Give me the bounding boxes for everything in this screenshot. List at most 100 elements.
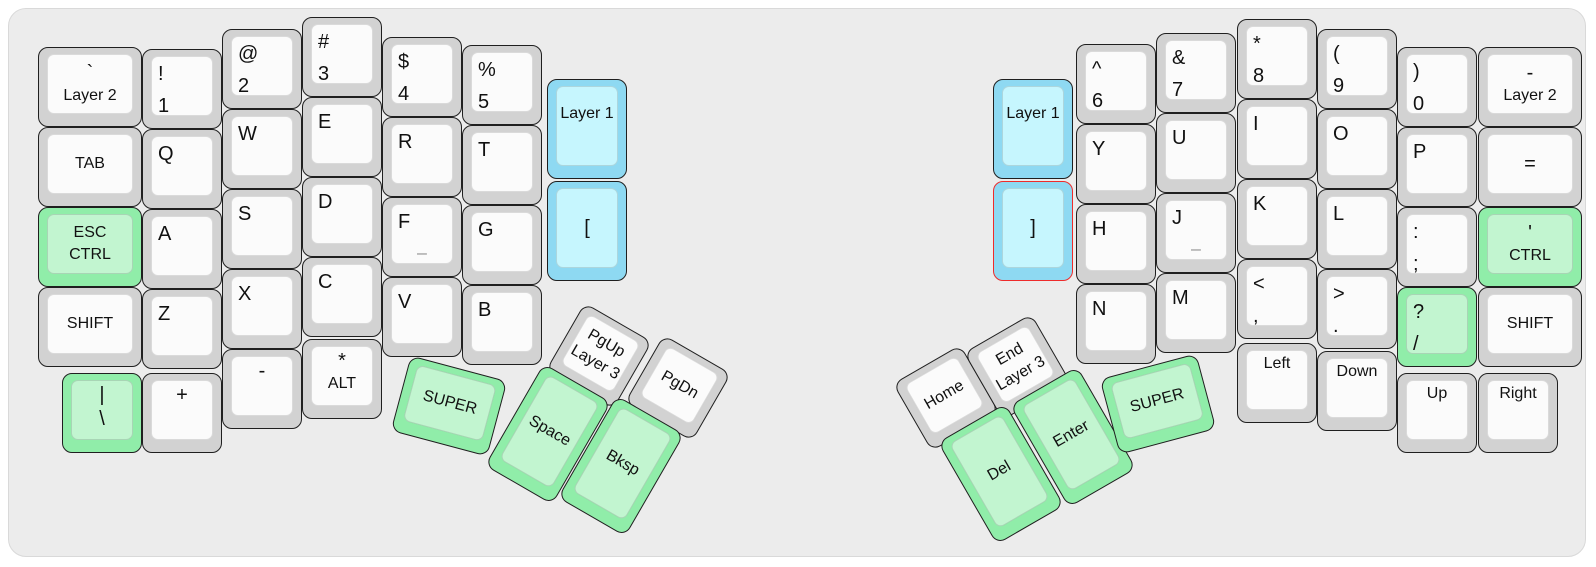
key-paren-0[interactable]: )0 [1397,47,1477,127]
key-greater-period[interactable]: >. [1317,269,1397,349]
key-legend: Up [1407,381,1467,439]
key-legend: !1 [152,57,212,117]
keycap-top: ^6 [1085,51,1147,112]
key-w[interactable]: W [222,109,302,189]
key-arrow-up[interactable]: Up [1397,373,1477,453]
key-o[interactable]: O [1317,109,1397,189]
key-legend-line: - [258,360,266,382]
key-super-right[interactable]: SUPER [1099,353,1217,455]
key-k[interactable]: K [1237,179,1317,259]
key-u[interactable]: U [1156,113,1236,193]
key-percent-5[interactable]: %5 [462,45,542,125]
key-legend-line: K [1253,193,1267,215]
key-t[interactable]: T [462,125,542,205]
key-legend-line: R [398,131,413,153]
keycap-top: K [1246,186,1308,246]
key-y[interactable]: Y [1076,124,1156,204]
key-amp-7[interactable]: &7 [1156,33,1236,113]
keycap-top: V [391,284,453,344]
key-g[interactable]: G [462,205,542,285]
key-legend-line: 6 [1092,90,1104,112]
key-layer1-left[interactable]: Layer 1 [547,79,627,179]
key-colon-semicolon[interactable]: :; [1397,207,1477,287]
keycap-top: Layer 1 [556,86,618,166]
key-dollar-4[interactable]: $4 [382,37,462,117]
key-right-bracket[interactable]: ] [993,181,1073,281]
key-legend-line: % [478,59,496,81]
key-left-bracket[interactable]: [ [547,181,627,281]
key-tab[interactable]: TAB [38,127,142,207]
key-f[interactable]: F_ [382,197,462,277]
key-legend: Y [1086,132,1146,190]
key-h[interactable]: H [1076,204,1156,284]
key-layer2-left[interactable]: `Layer 2 [38,47,142,127]
key-legend: |\ [72,381,132,439]
key-c[interactable]: C [302,257,382,337]
keycap-top: @2 [231,36,293,97]
key-i[interactable]: I [1237,99,1317,179]
key-quote-ctrl[interactable]: 'CTRL [1478,207,1582,287]
key-legend-line: J [1172,207,1182,229]
key-arrow-down[interactable]: Down [1317,351,1397,431]
key-shift-left[interactable]: SHIFT [38,287,142,367]
key-legend: %5 [472,53,532,113]
key-asterisk-8[interactable]: *8 [1237,19,1317,99]
key-legend-line: I [1253,113,1259,135]
key-arrow-left[interactable]: Left [1237,343,1317,423]
key-legend: 'CTRL [1488,215,1572,273]
key-legend-line: SUPER [421,386,479,418]
key-legend: J_ [1166,201,1226,259]
key-layer1-right[interactable]: Layer 1 [993,79,1073,179]
key-e[interactable]: E [302,97,382,177]
key-j[interactable]: J_ [1156,193,1236,273]
key-minus-layer2[interactable]: -Layer 2 [1478,47,1582,127]
key-a[interactable]: A [142,209,222,289]
key-minus[interactable]: - [222,349,302,429]
keycap-top: I [1246,106,1308,166]
key-caret-6[interactable]: ^6 [1076,44,1156,124]
key-v[interactable]: V [382,277,462,357]
key-b[interactable]: B [462,285,542,365]
key-legend-line: P [1413,141,1427,163]
key-s[interactable]: S [222,189,302,269]
key-question-slash[interactable]: ?/ [1397,287,1477,367]
key-d[interactable]: D [302,177,382,257]
keycap-top: Y [1085,131,1147,191]
key-equals[interactable]: = [1478,127,1582,207]
key-z[interactable]: Z [142,289,222,369]
key-shift-right[interactable]: SHIFT [1478,287,1582,367]
keycap-top: R [391,124,453,184]
key-p[interactable]: P [1397,127,1477,207]
key-asterisk-alt[interactable]: *ALT [302,339,382,419]
key-arrow-right[interactable]: Right [1478,373,1558,453]
key-x[interactable]: X [222,269,302,349]
key-less-comma[interactable]: <, [1237,259,1317,339]
key-legend-line: = [1524,153,1536,175]
key-legend: >. [1327,277,1387,337]
key-hash-3[interactable]: #3 [302,17,382,97]
key-legend: Left [1247,351,1307,409]
key-r[interactable]: R [382,117,462,197]
key-m[interactable]: M [1156,273,1236,353]
key-legend: SUPER [404,366,496,441]
keycap-top: Down [1326,358,1388,418]
key-q[interactable]: Q [142,129,222,209]
key-plus[interactable]: + [142,373,222,453]
key-legend-line: X [238,283,252,305]
key-n[interactable]: N [1076,284,1156,364]
keycap-top: )0 [1406,54,1468,115]
keycap-top: !1 [151,56,213,117]
key-l[interactable]: L [1317,189,1397,269]
key-legend-line: T [478,139,491,161]
keycap-top: Left [1246,350,1308,410]
key-paren-9[interactable]: (9 [1317,29,1397,109]
key-legend-line: D [318,191,333,213]
key-super-left[interactable]: SUPER [390,355,508,457]
key-pipe-backslash[interactable]: |\ [62,373,142,453]
key-exclam-1[interactable]: !1 [142,49,222,129]
key-legend: R [392,125,452,183]
key-at-2[interactable]: @2 [222,29,302,109]
keycap-top: - [231,356,293,416]
